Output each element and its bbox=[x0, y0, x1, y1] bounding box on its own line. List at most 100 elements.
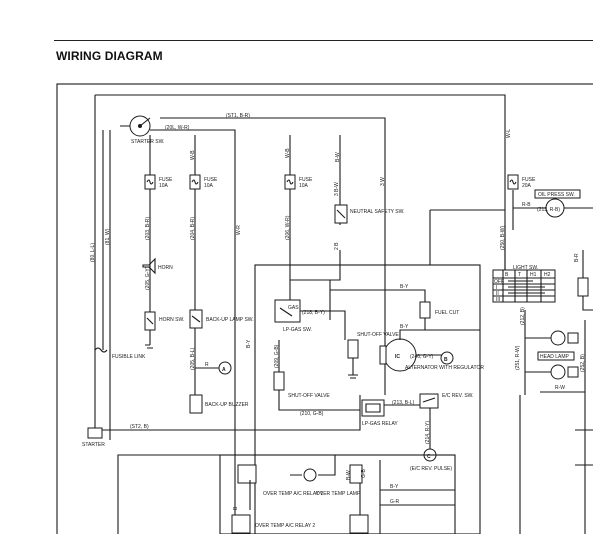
over-temp-relay2-symbol bbox=[231, 514, 251, 534]
fuse4-element bbox=[509, 179, 517, 185]
wire-label-w-b-1: W-B bbox=[190, 150, 196, 160]
backup-buzzer-symbol bbox=[189, 394, 203, 414]
backup-lamp-switch-contact bbox=[191, 315, 201, 323]
wire-20l bbox=[150, 129, 236, 534]
wire-label-b-y-4: B-Y bbox=[390, 484, 399, 490]
title-rule bbox=[54, 40, 593, 41]
wire-label-b-y-2: B-Y bbox=[246, 339, 252, 348]
light-col-b: B bbox=[505, 272, 509, 278]
light-row-iii: III bbox=[496, 297, 500, 303]
lp-gas-relay-symbol bbox=[361, 399, 385, 417]
label-alternator: ALTERNATOR WITH REGULATOR bbox=[405, 365, 484, 371]
head-lamp2-symbol bbox=[550, 364, 566, 380]
label-ec-rev-pulse: (E/C REV. PULSE) bbox=[410, 466, 452, 472]
label-fuse2: FUSE bbox=[204, 177, 218, 183]
ec-rev-switch-symbol bbox=[419, 393, 439, 409]
lp-gas-switch-symbol bbox=[274, 299, 301, 323]
wire-label-213b: (213, B-L) bbox=[392, 400, 415, 406]
diagram-frame bbox=[56, 83, 593, 534]
light-switch-contacts bbox=[508, 280, 545, 294]
marker-c: C bbox=[427, 454, 431, 460]
label-ic: IC bbox=[395, 354, 400, 360]
wire-label-3bw: 3 B-W bbox=[334, 182, 340, 196]
alternator-regulator bbox=[379, 345, 387, 365]
wire-label-214r: (214, R-Y) bbox=[425, 421, 431, 444]
neutral-safety-switch-contact bbox=[336, 209, 346, 219]
wire-label-212b: (212, B) bbox=[520, 307, 526, 325]
shutoff-valve-ground bbox=[348, 358, 358, 379]
light-switch-grid bbox=[493, 270, 555, 302]
wire-label-250b: (250, B-W) bbox=[500, 225, 506, 250]
wire-shutoff2 bbox=[278, 340, 360, 411]
wire-label-252b: (252, B) bbox=[580, 354, 586, 372]
label-horn: HORN bbox=[158, 265, 173, 271]
wire-label-g-b: G-B bbox=[361, 468, 367, 478]
label-horn-sw: HORN SW. bbox=[159, 317, 184, 323]
head-lamp1-ground bbox=[567, 332, 579, 344]
fuse2-element bbox=[191, 179, 199, 185]
page-title: WIRING DIAGRAM bbox=[56, 49, 163, 63]
label-lp-gas-sw: LP-GAS SW. bbox=[283, 327, 312, 333]
label-fusible-link: FUSIBLE LINK bbox=[112, 354, 146, 360]
over-temp-relay-contact bbox=[349, 464, 363, 484]
wire-st1 bbox=[160, 117, 386, 395]
label-fuse4: FUSE bbox=[522, 177, 536, 183]
wire-fuel-cut bbox=[329, 280, 426, 330]
label-over-temp-relay1: OVER TEMP A/C RELAY 1 bbox=[263, 491, 323, 497]
wire-label-w-l: W-L bbox=[506, 129, 512, 138]
wire-starter-bus bbox=[95, 395, 361, 431]
light-row-i: I bbox=[496, 285, 497, 291]
wire-lower-left bbox=[117, 454, 250, 534]
wire-label-b-y-3: B-Y bbox=[400, 324, 409, 330]
label-fuse3: FUSE bbox=[299, 177, 313, 183]
label-gas: GAS bbox=[288, 305, 299, 311]
wire-label-b-w: B-W bbox=[335, 152, 341, 162]
right-fuse-wires bbox=[582, 250, 593, 311]
wire-label-205g: (205, G-Y) bbox=[145, 266, 151, 290]
label-neutral-safety-sw: NEUTRAL SAFETY SW. bbox=[350, 209, 404, 215]
wire-label-205b: (205, B-L) bbox=[190, 347, 196, 370]
light-col-h1: H1 bbox=[530, 272, 537, 278]
horn-ground bbox=[145, 344, 153, 349]
label-fuse1-rating: 10A bbox=[159, 183, 169, 189]
fuse1-element bbox=[146, 179, 154, 185]
ec-rev-switch-contact bbox=[422, 397, 436, 403]
label-starter-sw: STARTER SW. bbox=[131, 139, 164, 145]
fuel-cut-symbol bbox=[419, 301, 431, 319]
light-col-h2: H2 bbox=[544, 272, 551, 278]
right-fuse-symbol bbox=[577, 277, 589, 297]
label-over-temp-lamp: OVER TEMP LAMP bbox=[316, 491, 361, 497]
oil-press-switch-box bbox=[534, 189, 581, 199]
starter-symbol bbox=[87, 427, 103, 439]
label-head-lamp: HEAD LAMP bbox=[540, 354, 570, 360]
wire-label-3w: 3 W bbox=[380, 177, 386, 186]
wire-label-210g: (210, G-B) bbox=[300, 411, 324, 417]
wire-label-st2: (ST2, B) bbox=[130, 424, 149, 430]
label-fuel-cut: FUEL CUT bbox=[435, 310, 459, 316]
head-lamp1-symbol bbox=[550, 330, 566, 346]
wire-label-246g: (246, G-Y) bbox=[410, 354, 434, 360]
wire-label-80l: (80, L-L) bbox=[90, 243, 96, 262]
label-starter: STARTER bbox=[82, 442, 105, 448]
light-row-off: OFF bbox=[494, 279, 504, 285]
fusible-link-symbol bbox=[94, 347, 108, 353]
label-shutoff-valve: SHUT-OFF VALVE bbox=[357, 332, 399, 338]
head-lamp-label-box bbox=[537, 351, 575, 361]
shutoff-valve-symbol bbox=[347, 339, 359, 359]
wire-label-b-w2: B-W bbox=[346, 470, 352, 480]
label-backup-lamp-sw: BACK-UP LAMP SW. bbox=[206, 317, 254, 323]
wire-label-b-r: B-R bbox=[574, 253, 580, 262]
wire-label-204b: (204, B-R) bbox=[190, 217, 196, 240]
wire-219 bbox=[300, 310, 346, 340]
wire-neutral-down bbox=[290, 250, 341, 281]
lower-frame bbox=[219, 454, 456, 534]
over-temp-lamp-symbol bbox=[303, 468, 317, 482]
wire-label-b-2: B bbox=[233, 506, 239, 510]
label-light-sw: LIGHT SW. bbox=[513, 265, 538, 271]
label-fuse4-rating: 20A bbox=[522, 183, 532, 189]
light-col-t: T bbox=[518, 272, 521, 278]
marker-b: B bbox=[444, 357, 448, 363]
over-temp-relay1-symbol bbox=[237, 464, 257, 484]
label-fuse1: FUSE bbox=[159, 177, 173, 183]
